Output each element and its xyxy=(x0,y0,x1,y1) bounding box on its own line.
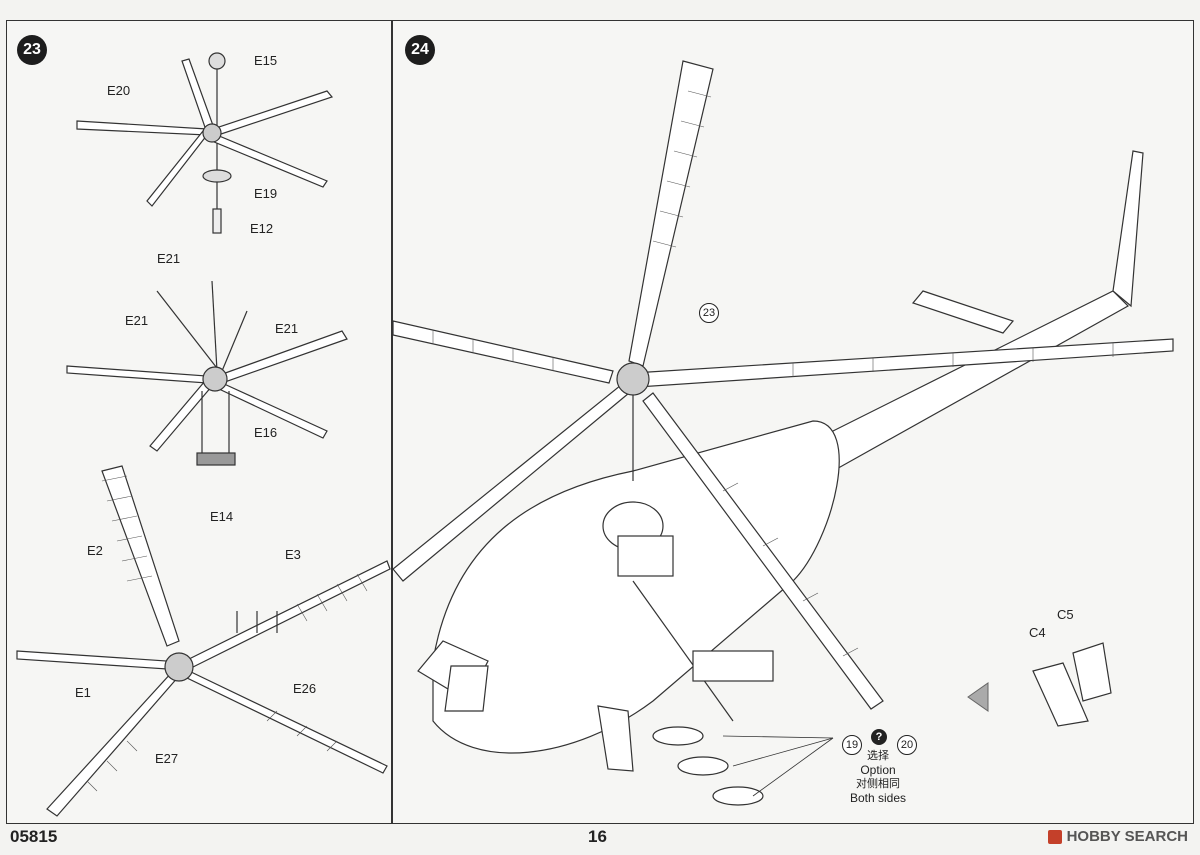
part-label-e3: E3 xyxy=(285,547,301,562)
both-sides-cn: 对侧相同 xyxy=(856,778,900,790)
both-sides-en: Both sides xyxy=(849,791,907,805)
option-note: 选择 Option 对侧相同 Both sides xyxy=(848,749,908,805)
helicopter-assembly-drawing xyxy=(393,60,1174,806)
reference-20: 20 xyxy=(897,735,917,755)
part-label-e27: E27 xyxy=(155,751,179,766)
rotor-head-assembly-drawing xyxy=(16,52,391,817)
part-label-c4: C4 xyxy=(1029,625,1046,640)
option-question-icon: ? xyxy=(871,729,887,745)
brand-watermark: HOBBY SEARCH xyxy=(1047,828,1188,845)
option-en: Option xyxy=(860,763,896,777)
product-code: 05815 xyxy=(10,827,58,846)
brand-text: HOBBY SEARCH xyxy=(1066,828,1188,845)
part-label-e26: E26 xyxy=(293,681,317,696)
part-label-e14: E14 xyxy=(210,509,234,524)
part-label-e21-left: E21 xyxy=(125,313,149,328)
part-label-e12: E12 xyxy=(250,221,274,236)
step-24-number: 24 xyxy=(405,35,435,65)
step-23-number: 23 xyxy=(17,35,47,65)
part-label-e21-right: E21 xyxy=(275,321,299,336)
part-label-e16: E16 xyxy=(254,425,278,440)
step-23-panel: 23 xyxy=(6,20,392,824)
step-24-panel: 24 xyxy=(392,20,1194,824)
part-label-e1: E1 xyxy=(75,685,91,700)
part-label-e19: E19 xyxy=(254,186,278,201)
step-23-reference: 23 xyxy=(699,303,719,323)
hobby-search-logo-icon xyxy=(1047,829,1062,844)
part-label-c5: C5 xyxy=(1057,607,1074,622)
reference-19: 19 xyxy=(842,735,862,755)
option-cn: 选择 xyxy=(867,750,889,762)
page-number: 16 xyxy=(588,827,607,846)
part-label-e20: E20 xyxy=(107,83,131,98)
part-label-e2: E2 xyxy=(87,543,103,558)
part-label-e21-top: E21 xyxy=(157,251,181,266)
part-label-e15: E15 xyxy=(254,53,278,68)
